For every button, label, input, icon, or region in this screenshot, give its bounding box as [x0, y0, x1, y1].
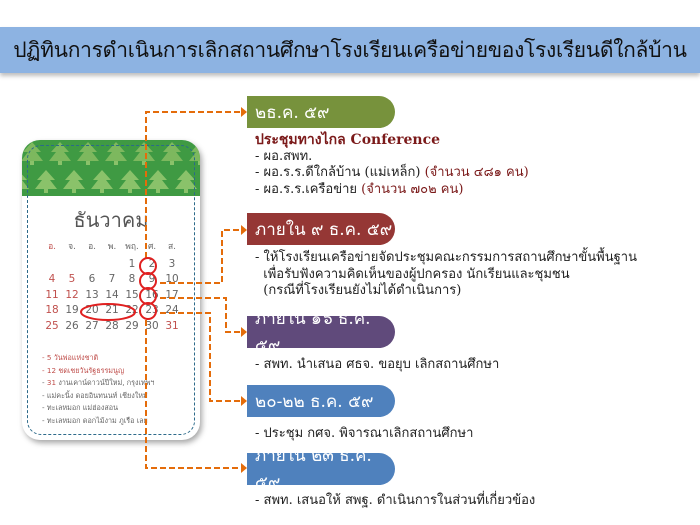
calendar-day: 3: [168, 257, 176, 270]
calendar-day: 13: [85, 288, 99, 301]
weekday-label: ศ.: [147, 242, 157, 252]
weekday-label: พฤ.: [125, 242, 139, 252]
calendar-day: 25: [45, 319, 59, 332]
date-pill-5: ภายใน ๒๓ ธ.ค. ๕๙: [247, 446, 395, 493]
calendar-day: 27: [85, 319, 99, 332]
calendar-day: 11: [45, 288, 59, 301]
calendar-day: 8: [128, 273, 136, 286]
weekday-label: อ.: [88, 242, 96, 252]
calendar-notes: - 5 วันพ่อแห่งชาติ - 12 ชดเชยวันรัฐธรรมนู…: [42, 352, 154, 427]
calendar-day: 20: [85, 304, 99, 317]
calendar-day: 15: [125, 288, 139, 301]
calendar-day: 28: [105, 319, 119, 332]
item-5-text: - สพท. เสนอให้ สพฐ. ดำเนินการในส่วนที่เก…: [255, 493, 536, 508]
title-band: ปฏิทินการดำเนินการเลิกสถานศึกษาโรงเรียนเ…: [0, 27, 700, 73]
item-2-line: (กรณีที่โรงเรียนยังไม่ได้ดำเนินการ): [255, 283, 462, 298]
calendar-note: - 5 วันพ่อแห่งชาติ: [42, 353, 99, 362]
calendar-day: 4: [48, 273, 56, 286]
item-1-line: - ผอ.ร.ร.ดีใกล้บ้าน (แม่เหล็ก) (จำนวน ๔๘…: [255, 165, 529, 180]
calendar-day: 17: [165, 288, 179, 301]
calendar-note: - แม่คะนิ้ง ดอยอินทนนท์ เชียงใหม่: [42, 390, 148, 400]
calendar-day: 6: [88, 273, 96, 286]
item-3-text: - สพท. นำเสนอ ศธจ. ขอยุบ เลิกสถานศึกษา: [255, 357, 500, 372]
item-2-line: - ให้โรงเรียนเครือข่ายจัดประชุมคณะกรรมกา…: [255, 250, 637, 265]
tree-pattern-header: [22, 140, 200, 196]
calendar-day: 18: [45, 304, 59, 317]
calendar-day: 21: [105, 304, 119, 317]
item-1-text: ประชุมทางไกล Conference- ผอ.สพท.- ผอ.ร.ร…: [255, 132, 529, 198]
date-pill-4: ๒๐-๒๒ ธ.ค. ๕๙: [247, 385, 395, 417]
calendar-day: 1: [128, 257, 136, 270]
calendar-note: - ทะเลหมอก ดอกไม้งาม ภูเรือ เลย: [42, 415, 148, 425]
calendar-day: 5: [68, 273, 76, 286]
weekday-label: อ.: [48, 242, 56, 252]
calendar-day: 22: [125, 304, 139, 317]
calendar-day: 24: [165, 304, 179, 317]
calendar-day: 26: [65, 319, 79, 332]
calendar-note: - 31 งานเคาน์ดาวน์ปีใหม่, กรุงเทพฯ: [42, 378, 155, 387]
calendar-day: 12: [65, 288, 79, 301]
date-pill-3: ภายใน ๑๖ ธ.ค. ๕๙: [247, 309, 395, 356]
weekday-label: ส.: [168, 242, 176, 252]
calendar-day: 14: [105, 288, 119, 301]
calendar-day: 23: [145, 304, 159, 317]
calendar-month: ธันวาคม: [73, 208, 149, 232]
calendar-day: 19: [65, 304, 79, 317]
item-4-text: - ประชุม กศจ. พิจารณาเลิกสถานศึกษา: [255, 426, 474, 441]
date-pill-1: ๒ธ.ค. ๕๙: [247, 96, 395, 128]
weekday-label: พ.: [107, 242, 117, 252]
item-2-text: - ให้โรงเรียนเครือข่ายจัดประชุมคณะกรรมกา…: [255, 250, 695, 300]
slide-title: ปฏิทินการดำเนินการเลิกสถานศึกษาโรงเรียนเ…: [13, 37, 687, 62]
tree-icon-pattern: [22, 142, 200, 193]
calendar-day: 16: [145, 288, 159, 301]
item-1-line: - ผอ.สพท.: [255, 148, 313, 164]
calendar-note: - ทะเลหมอก แม่ฮ่องสอน: [42, 403, 118, 412]
date-pill-2: ภายใน ๙ ธ.ค. ๕๙: [247, 213, 395, 245]
calendar-day: 29: [125, 319, 139, 332]
item-2-line: เพื่อรับฟังความคิดเห็นของผู้ปกครอง นักเร…: [255, 266, 570, 282]
item-1-heading: ประชุมทางไกล Conference: [255, 132, 441, 148]
calendar-day: 31: [165, 319, 179, 332]
calendar-day: 30: [145, 319, 159, 332]
calendar-day: 9: [148, 273, 156, 286]
calendar-day: 7: [108, 273, 116, 286]
calendar-day: 10: [165, 273, 179, 286]
calendar-note: - 12 ชดเชยวันรัฐธรรมนูญ: [42, 365, 125, 375]
weekday-label: จ.: [68, 242, 76, 252]
calendar-day: 2: [148, 257, 156, 270]
item-1-line: - ผอ.ร.ร.เครือข่าย (จำนวน ๗๐๒ คน): [255, 181, 464, 197]
